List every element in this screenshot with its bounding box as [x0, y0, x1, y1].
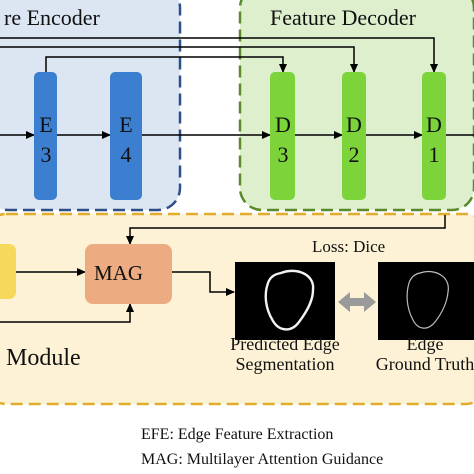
decoder-block-d2-label-top: D: [346, 112, 362, 137]
decoder-block-d1-label-top: D: [426, 112, 442, 137]
encoder-block-e3: [34, 72, 57, 200]
skip-connection-inner: [45, 56, 287, 73]
encoder-block-e4-label-top: E: [119, 112, 133, 137]
ground-truth-caption-line1: Edge: [406, 334, 444, 354]
module-label: Module: [6, 345, 81, 371]
ground-truth-caption-line2: Ground Truth: [375, 354, 474, 374]
skip-connection-middle: [0, 46, 358, 73]
loss-label: Loss: Dice: [312, 237, 386, 256]
ground-truth-image: [378, 262, 474, 340]
arrow-to-mag-top: [126, 215, 446, 245]
skip-connection-top: [0, 37, 438, 73]
decoder-block-d1-label-bottom: 1: [428, 142, 440, 167]
predicted-edge-contour: [264, 269, 315, 331]
efe-block: [0, 244, 16, 299]
legend-efe: EFE: Edge Feature Extraction: [141, 426, 334, 443]
decoder-block-d1: [422, 72, 446, 200]
encoder-block-e4: [110, 72, 142, 200]
encoder-block-e4-label-bottom: 4: [120, 142, 132, 167]
decoder-block-d2-label-bottom: 2: [348, 142, 360, 167]
mag-label: MAG: [94, 261, 144, 285]
encoder-panel: [0, 0, 182, 212]
decoder-block-d3-label-bottom: 3: [277, 142, 289, 167]
arrow-mag-to-prediction: [172, 271, 235, 296]
predicted-edge-image: [235, 262, 335, 340]
decoder-block-d3-label-top: D: [275, 112, 291, 137]
ground-truth-contour: [406, 271, 449, 329]
arrow-to-mag-bottom: [0, 303, 134, 323]
predicted-edge-caption: Predicted Edge Segmentation: [215, 334, 355, 374]
encoder-block-e3-label-bottom: 3: [40, 142, 52, 167]
decoder-block-d2: [342, 72, 366, 200]
ground-truth-caption: Edge Ground Truth: [360, 334, 474, 374]
decoder-block-d3: [270, 72, 295, 200]
predicted-edge-caption-line1: Predicted Edge: [230, 334, 340, 354]
legend-mag: MAG: Multilayer Attention Guidance: [141, 451, 384, 468]
mag-block: [85, 244, 172, 304]
comparison-double-arrow: [338, 292, 376, 312]
predicted-edge-caption-line2: Segmentation: [235, 354, 335, 374]
decoder-title: Feature Decoder: [270, 5, 416, 30]
encoder-block-e3-label-top: E: [39, 112, 53, 137]
encoder-title: re Encoder: [4, 5, 100, 30]
